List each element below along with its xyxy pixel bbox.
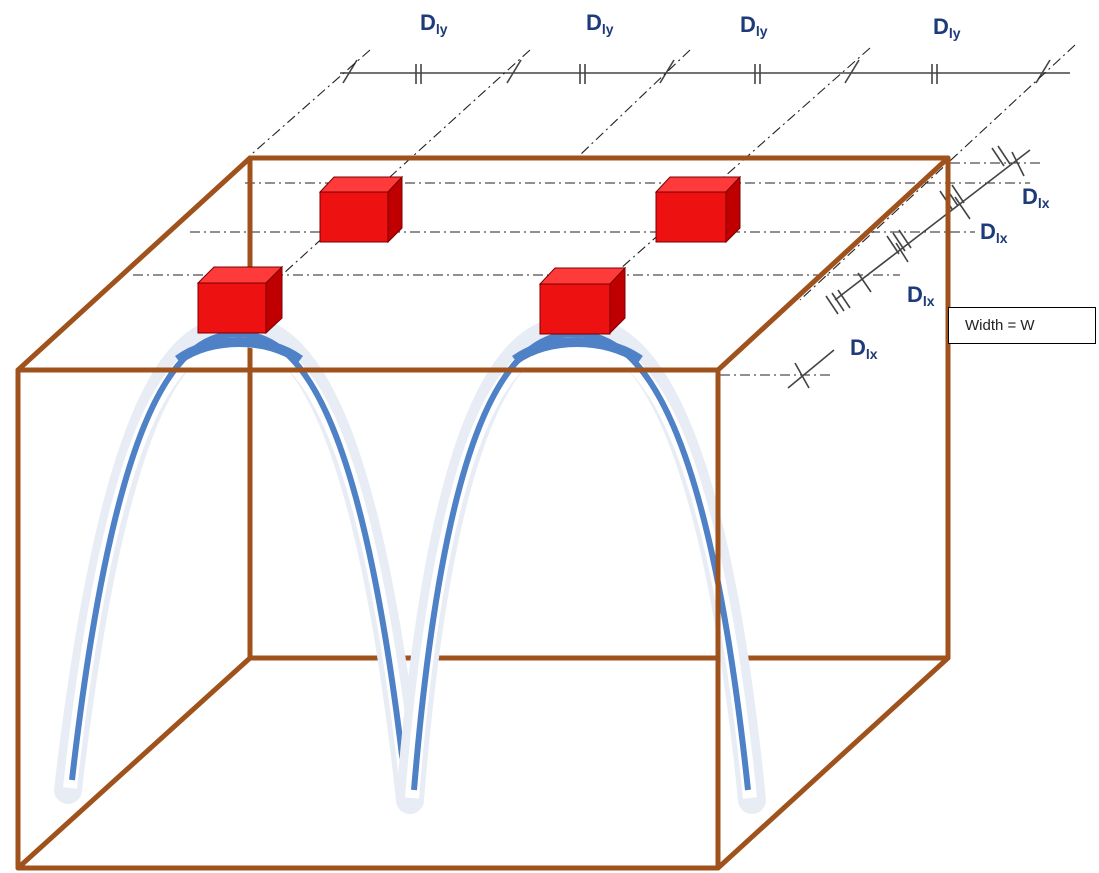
dlx-label-main: D bbox=[980, 219, 996, 244]
dly-label-sub: ly bbox=[435, 21, 448, 37]
red-block-back-left bbox=[318, 175, 404, 244]
red-block-front-left bbox=[196, 265, 284, 335]
dly-label-main: D bbox=[740, 12, 756, 37]
dly-label-3: Dly bbox=[740, 12, 768, 39]
dlx-label-main: D bbox=[850, 335, 866, 360]
dlx-label-1: Dlx bbox=[1022, 184, 1050, 211]
width-label-text: Width = W bbox=[965, 317, 1035, 334]
dlx-label-main: D bbox=[907, 282, 923, 307]
dly-label-sub: ly bbox=[755, 23, 768, 39]
dly-label-1: Dly bbox=[420, 10, 448, 37]
box-front-edges bbox=[15, 155, 951, 871]
red-block-front-right bbox=[538, 266, 627, 335]
side-dimension-line bbox=[787, 145, 1031, 389]
dlx-label-sub: lx bbox=[995, 230, 1008, 246]
dlx-label-4: Dlx bbox=[850, 335, 878, 362]
red-block-back-right bbox=[654, 175, 742, 244]
dly-label-main: D bbox=[586, 10, 602, 35]
dly-label-sub: ly bbox=[601, 21, 614, 37]
dly-label-4: Dly bbox=[933, 14, 961, 41]
dlx-label-sub: lx bbox=[1037, 195, 1050, 211]
dlx-label-2: Dlx bbox=[980, 219, 1008, 246]
dlx-label-sub: lx bbox=[865, 346, 878, 362]
dly-label-sub: ly bbox=[948, 25, 961, 41]
flux-arch-left bbox=[54, 315, 424, 814]
box-back-edges bbox=[15, 155, 951, 871]
dlx-label-sub: lx bbox=[922, 293, 935, 309]
dlx-label-3: Dlx bbox=[907, 282, 935, 309]
top-dimension-line bbox=[340, 59, 1070, 84]
dly-label-main: D bbox=[933, 14, 949, 39]
dly-label-main: D bbox=[420, 10, 436, 35]
flux-arch-right bbox=[396, 315, 766, 814]
width-label-box: Width = W bbox=[948, 307, 1096, 344]
dly-label-2: Dly bbox=[586, 10, 614, 37]
dlx-label-main: D bbox=[1022, 184, 1038, 209]
